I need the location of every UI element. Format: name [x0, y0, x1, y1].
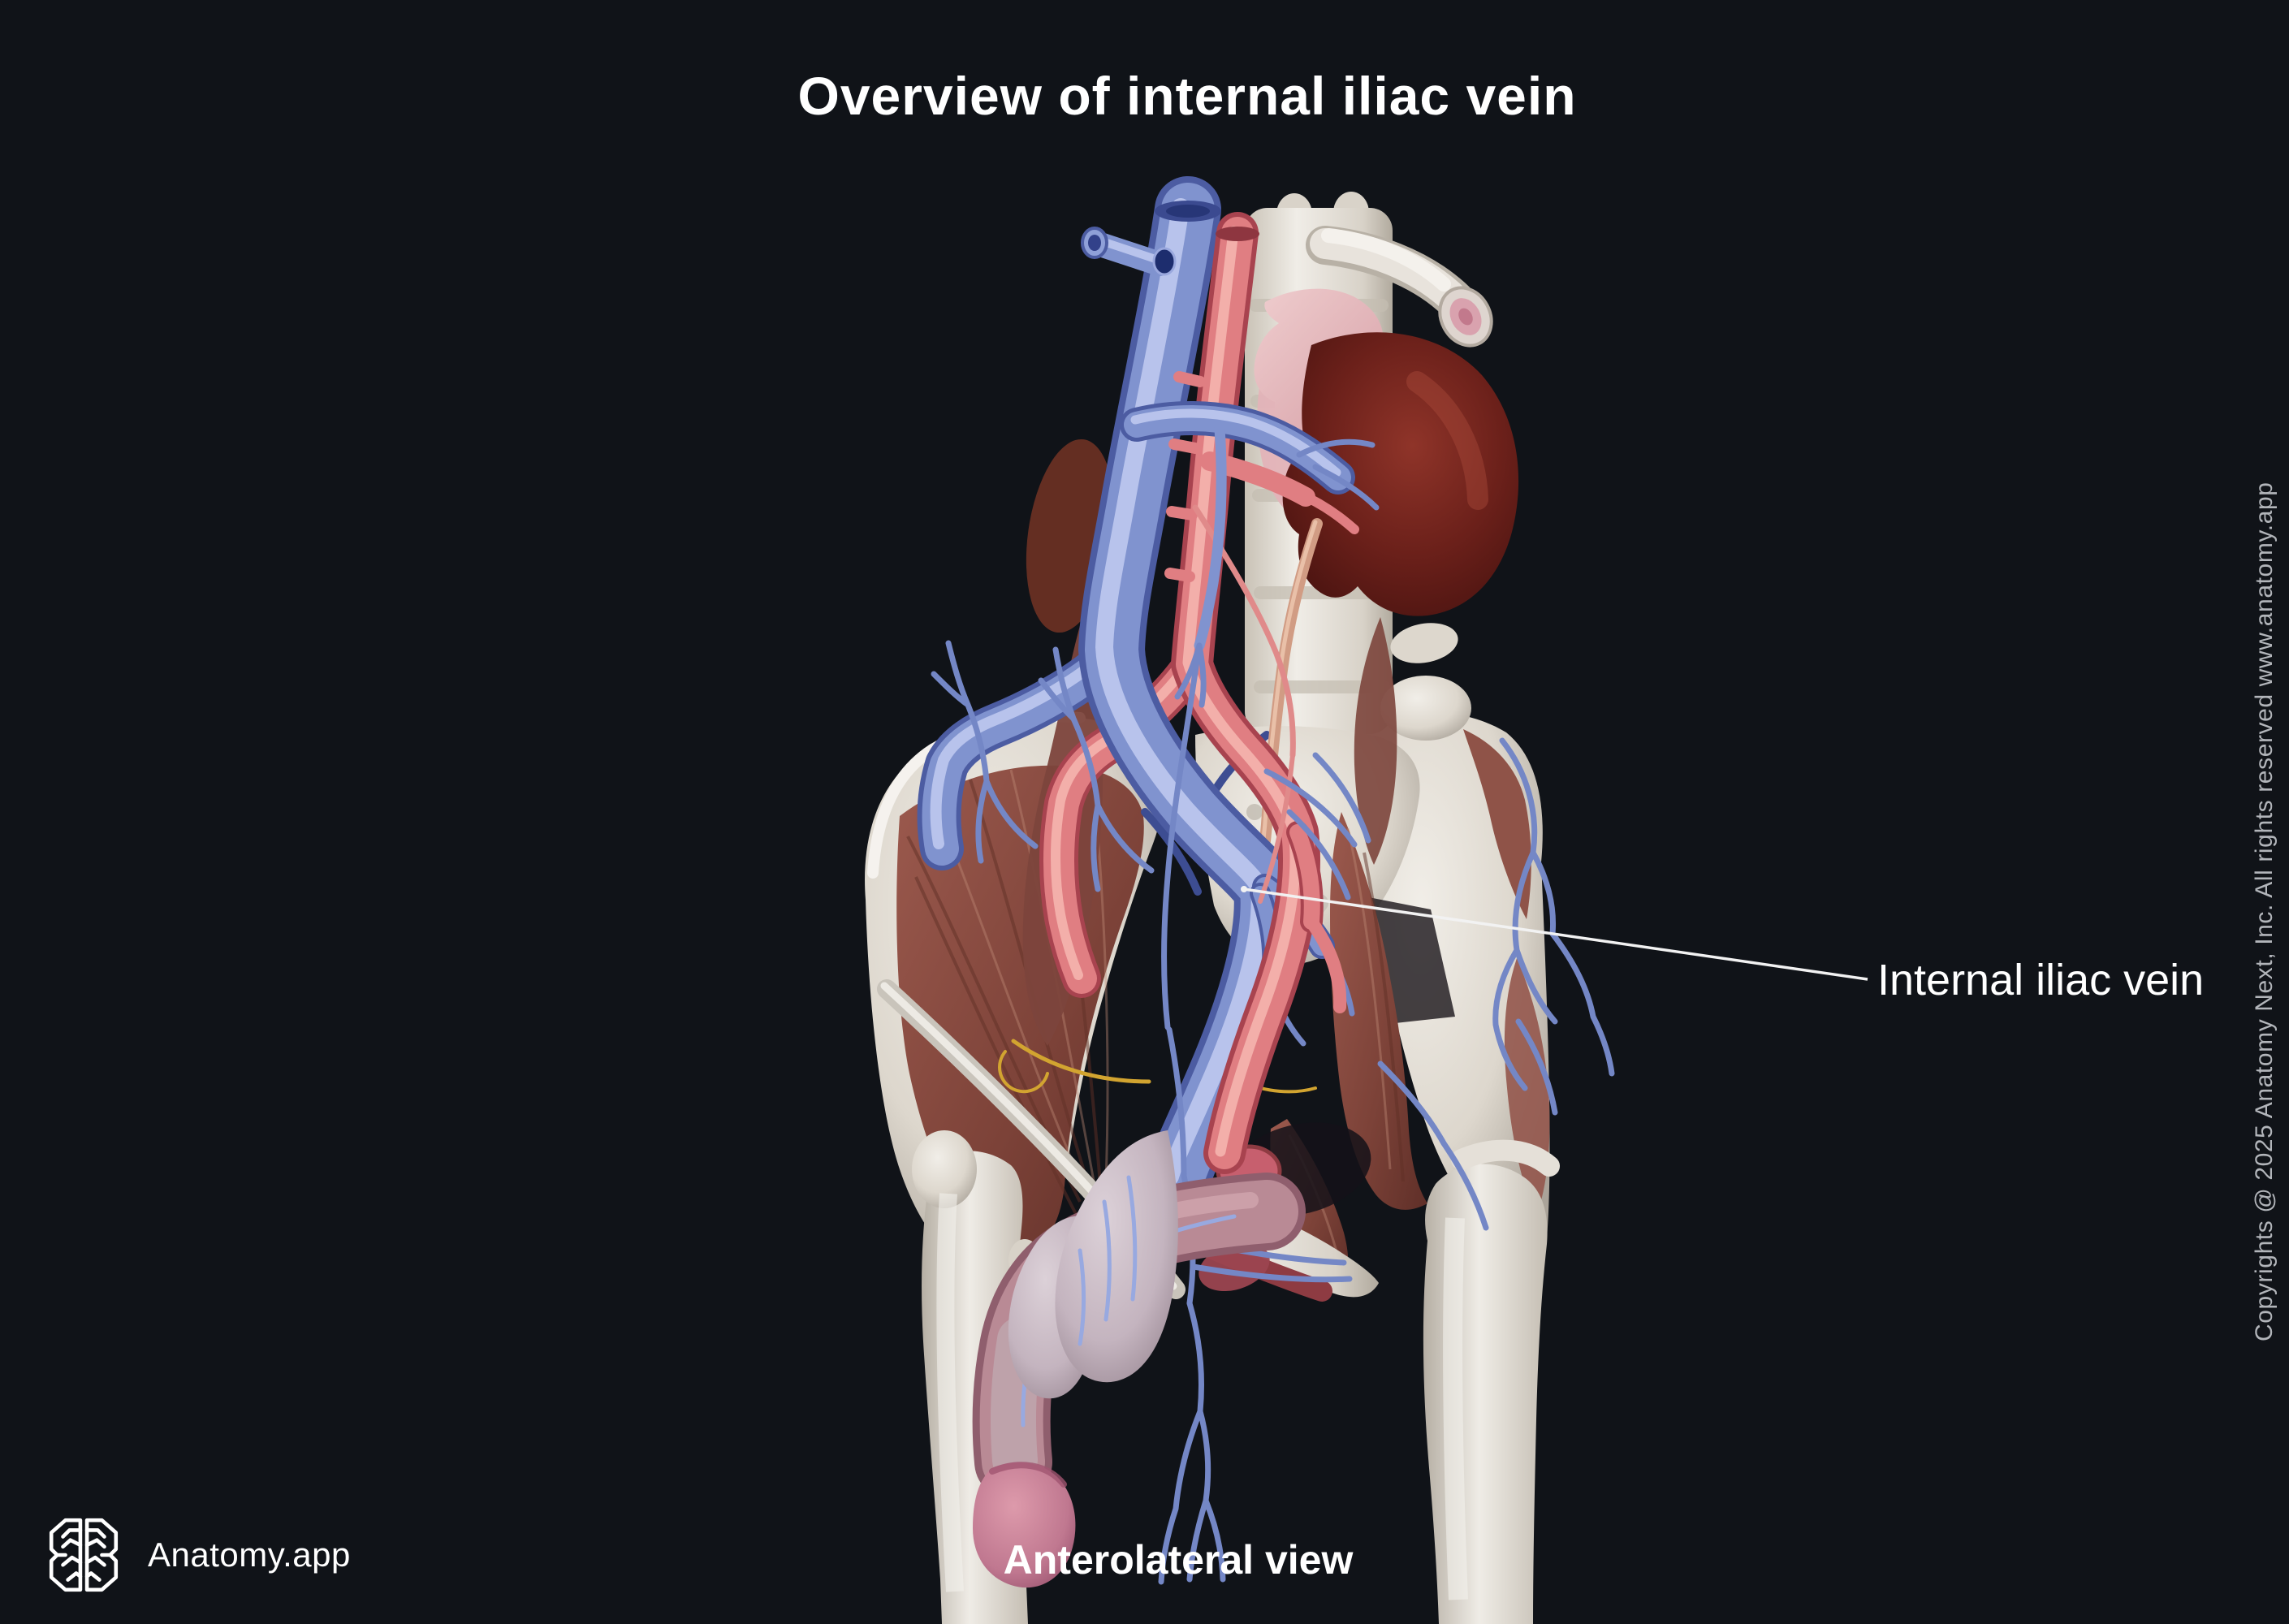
- inferior-vena-cava-and-iliac-veins: [1082, 201, 1355, 1179]
- anatomy-app-brain-logo-icon: [42, 1514, 125, 1596]
- renal-and-gonadal-veins: [1135, 413, 1380, 1030]
- pelvic-vein-networks: [931, 640, 1615, 1307]
- external-genitalia: [973, 1130, 1267, 1588]
- page-title: Overview of internal iliac vein: [797, 66, 1577, 126]
- leader-line: [1241, 886, 1868, 981]
- brand-footer: Anatomy.app: [42, 1514, 351, 1596]
- copyright-text: Copyrights @ 2025 Anatomy Next, Inc. All…: [2251, 482, 2278, 1341]
- view-caption: Anterolateral view: [1003, 1537, 1354, 1583]
- label-internal-iliac-vein: Internal iliac vein: [1877, 956, 2205, 1004]
- brand-name: Anatomy.app: [148, 1535, 351, 1574]
